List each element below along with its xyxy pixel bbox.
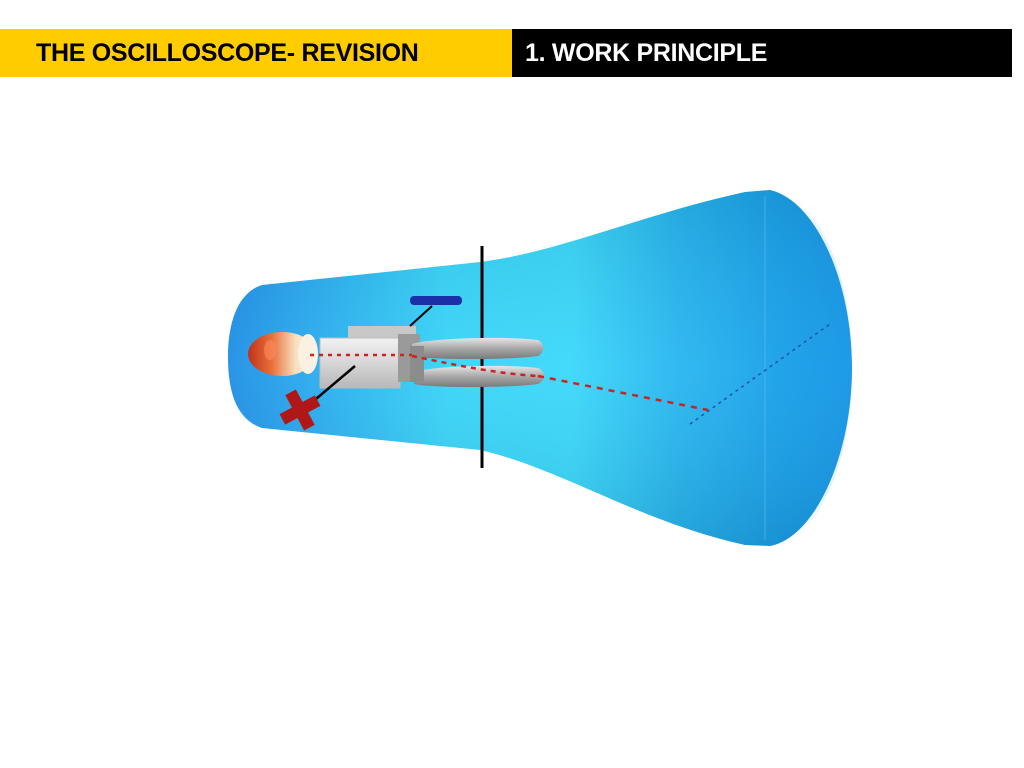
- minus-bar-icon: [410, 296, 462, 305]
- positive-electrode: [409, 296, 462, 327]
- electron-beam: [310, 353, 709, 412]
- section-bar: 1. WORK PRINCIPLE: [512, 29, 1012, 77]
- deflection-plates: [410, 337, 544, 387]
- section-title: 1. WORK PRINCIPLE: [525, 38, 768, 67]
- screen-trace: [689, 323, 831, 425]
- title-bar: THE OSCILLOSCOPE- REVISION: [0, 29, 512, 77]
- header-bar: THE OSCILLOSCOPE- REVISION 1. WORK PRINC…: [0, 29, 1012, 77]
- slide-title: THE OSCILLOSCOPE- REVISION: [36, 38, 419, 67]
- cross-icon: [279, 389, 321, 431]
- negative-electrode: [279, 365, 356, 431]
- cathode-heater: [248, 332, 318, 376]
